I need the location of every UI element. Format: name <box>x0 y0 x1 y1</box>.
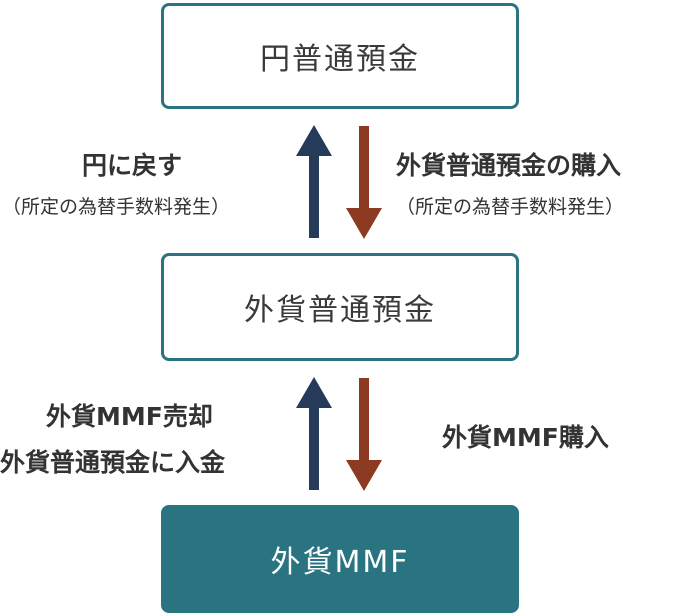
arrow-down-to-mmf <box>346 378 382 491</box>
return-to-yen-note: （所定の為替手数料発生） <box>2 196 231 218</box>
return-to-yen-label: 円に戻す <box>82 151 183 180</box>
arrow-up-to-yen <box>296 125 332 238</box>
buy-foreign-savings-note: （所定の為替手数料発生） <box>396 196 625 218</box>
yen-savings-box: 円普通預金 <box>161 3 519 109</box>
foreign-mmf-label: 外貨MMF <box>270 545 410 580</box>
arrow-up-to-foreign-savings <box>296 377 332 490</box>
foreign-mmf-box: 外貨MMF <box>161 505 519 613</box>
buy-foreign-savings-label: 外貨普通預金の購入 <box>396 151 622 180</box>
sell-mmf-label: 外貨MMF売却 <box>46 402 213 431</box>
deposit-to-foreign-savings-label: 外貨普通預金に入金 <box>0 448 226 477</box>
foreign-currency-savings-box: 外貨普通預金 <box>161 253 519 361</box>
arrow-down-to-foreign-savings <box>346 126 382 239</box>
buy-mmf-label: 外貨MMF購入 <box>442 423 609 452</box>
foreign-currency-savings-label: 外貨普通預金 <box>244 293 436 328</box>
yen-savings-label: 円普通預金 <box>260 42 420 77</box>
